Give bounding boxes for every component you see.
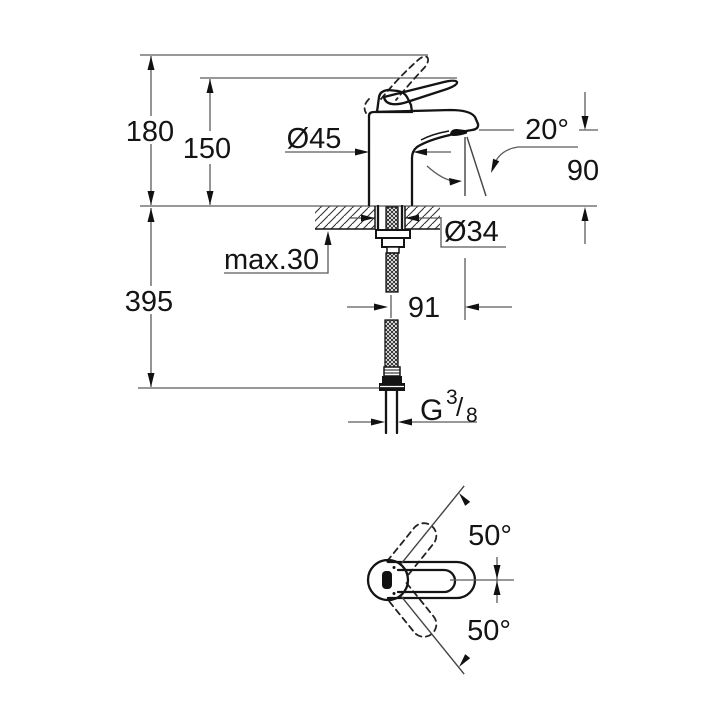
plan-lever-outline	[396, 568, 457, 594]
side-view: 180 150 395	[125, 54, 599, 435]
below-depth-label: 395	[125, 286, 173, 318]
swivel-upper-label: 50°	[468, 520, 512, 552]
dim-counter-max: max.30	[224, 231, 332, 276]
spout-reach-label: 91	[408, 292, 440, 324]
swivel-leg-lower	[400, 595, 465, 675]
spout-angle-label: 20°	[525, 114, 569, 146]
swivel-lower-label: 50°	[467, 615, 511, 647]
flex-hose-upper	[385, 252, 399, 293]
top-view: 50° 50°	[366, 485, 514, 675]
handle-height-label: 150	[183, 133, 231, 165]
mounting-shank	[375, 204, 411, 369]
spout-inner-line	[420, 130, 450, 141]
dim-thread: G 3 / 8	[348, 386, 478, 427]
plan-cartridge-dot	[382, 571, 392, 589]
counter-max-label: max.30	[224, 244, 319, 276]
angle-arc	[426, 165, 460, 182]
dim-handle-height: 150	[183, 79, 231, 205]
dim-body-diameter: Ø45	[285, 123, 451, 156]
swivel-leg-upper	[400, 485, 465, 565]
spout-underside	[410, 133, 452, 207]
hose-connector	[379, 366, 405, 435]
dim-spout-height: 90	[567, 92, 599, 244]
shank-stub	[386, 246, 400, 254]
counter-section	[315, 206, 440, 230]
body-spout-outline	[367, 108, 480, 207]
handle-lever	[382, 79, 459, 106]
mounting-nut	[381, 237, 405, 248]
dim-spout-reach: 91	[347, 258, 512, 324]
thread-label-g: G	[420, 394, 443, 427]
dim-below-depth: 395	[125, 208, 173, 387]
dim-hole-diameter: Ø34	[349, 214, 506, 248]
crimp-sleeve	[383, 366, 401, 377]
total-height-label: 180	[126, 116, 174, 148]
thread-label-numerator: 3	[446, 386, 458, 409]
thread-label-slash: /	[456, 392, 464, 422]
faucet-body	[363, 55, 487, 207]
spout-height-label: 90	[567, 155, 599, 187]
thread-label-denominator: 8	[466, 404, 478, 427]
raised-handle-dashed-3	[363, 98, 370, 114]
raised-handle-dashed-2	[395, 56, 430, 101]
hole-diameter-label: Ø34	[444, 216, 499, 248]
connector-collar	[382, 376, 402, 383]
aerator	[450, 128, 468, 136]
threaded-stud-upper	[385, 206, 399, 231]
flex-hose-lower	[384, 319, 399, 369]
mounting-flange	[375, 229, 411, 239]
dim-spout-angle: 20°	[479, 114, 598, 173]
stream-angled-line	[466, 136, 487, 197]
counter-hatch-left	[315, 206, 375, 229]
raised-handle-dashed	[380, 55, 428, 100]
body-diameter-label: Ø45	[287, 123, 342, 155]
dim-total-height: 180	[126, 56, 174, 205]
plan-pivot-circle	[366, 558, 410, 602]
handle-base	[375, 88, 414, 114]
